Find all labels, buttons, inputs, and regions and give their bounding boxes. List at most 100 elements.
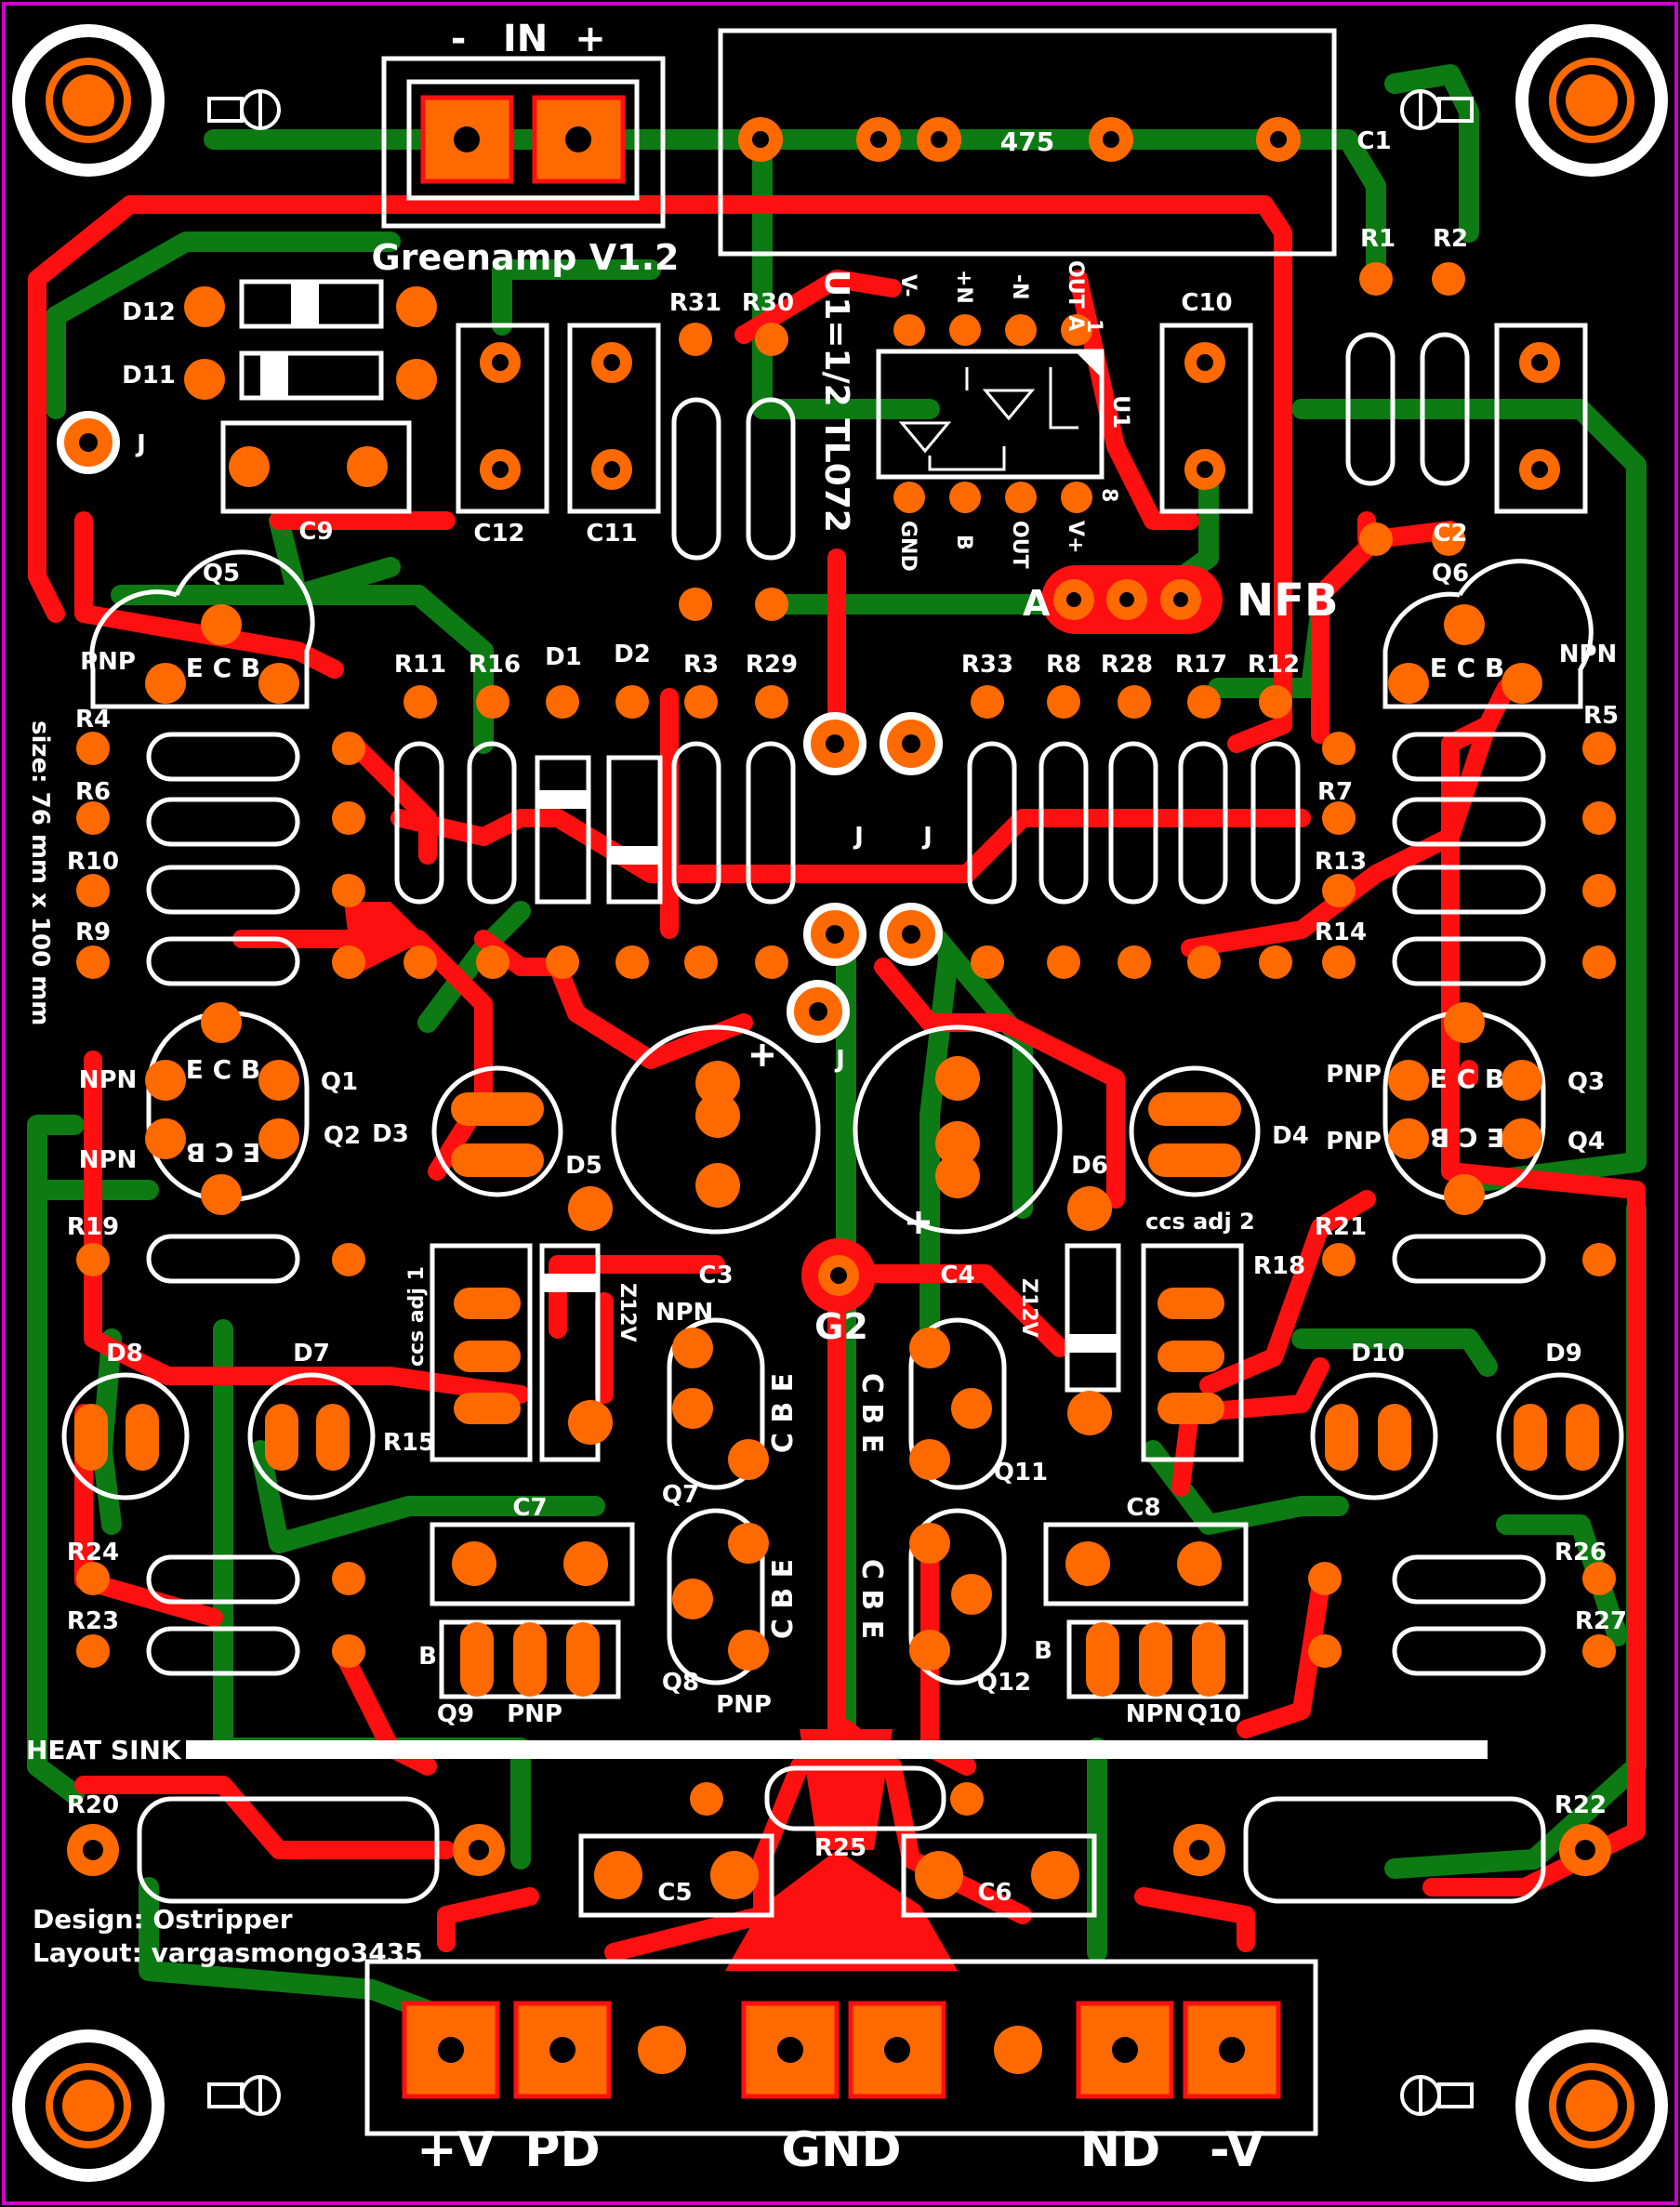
opamp-pin-out-a: OUT A <box>1064 260 1087 331</box>
component-label: R8 <box>1046 651 1081 679</box>
component-label: B <box>418 1643 437 1671</box>
component-label: NPN <box>1126 1700 1184 1728</box>
component-label: R25 <box>814 1834 866 1862</box>
component-label: C10 <box>1181 289 1232 317</box>
pad-holes <box>79 131 1595 1860</box>
heat-sink-label: HEAT SINK <box>26 1735 182 1765</box>
component-label: R2 <box>1433 225 1468 253</box>
component-label: C3 <box>698 1262 733 1289</box>
component-label: Q6 <box>1432 560 1469 588</box>
square-pads <box>402 95 1281 2099</box>
component-label: C1 <box>1356 127 1391 155</box>
layout-credit: Layout: vargasmongo3435 <box>33 1937 423 1968</box>
component-label: Q2 <box>324 1122 361 1150</box>
component-label: J <box>853 823 864 851</box>
component-label: J <box>135 430 146 458</box>
component-label: R30 <box>742 289 794 317</box>
component-label: Q10 <box>1187 1700 1241 1728</box>
component-label: R33 <box>961 651 1013 679</box>
nfb-label: NFB <box>1237 575 1339 627</box>
polarity-marks <box>751 1044 930 1234</box>
component-label: J <box>921 823 933 851</box>
pads <box>57 117 1616 2074</box>
input-plus: + <box>575 18 606 60</box>
component-label: D3 <box>372 1120 409 1148</box>
opamp-pin-plus-n: +N <box>952 270 975 304</box>
component-label: C6 <box>977 1879 1012 1907</box>
component-label: R20 <box>67 1791 119 1819</box>
opamp-pin8: 8 <box>1097 488 1120 502</box>
output-minus-v: -V <box>1210 2122 1263 2178</box>
component-label: Q9 <box>437 1700 474 1728</box>
ecb-q1: E C B <box>186 1054 261 1085</box>
opamp-pin-gnd: GND <box>896 521 919 572</box>
c1-value: 475 <box>1000 126 1054 157</box>
opamp-ref: U1 <box>1108 395 1134 429</box>
silkscreen-outlines <box>61 28 1624 2136</box>
component-label: R29 <box>746 651 798 679</box>
ecb-q2: E C B <box>186 1137 261 1168</box>
component-label: R18 <box>1253 1252 1305 1280</box>
component-label: Q8 <box>662 1669 699 1697</box>
component-label: R21 <box>1315 1213 1367 1241</box>
opamp-pin-b: B <box>952 535 975 550</box>
component-label: R17 <box>1175 651 1227 679</box>
component-label: NPN <box>79 1066 138 1094</box>
component-label: R11 <box>394 651 446 679</box>
component-label: R10 <box>67 848 119 876</box>
component-label: Q12 <box>977 1669 1031 1697</box>
component-label: R14 <box>1315 918 1367 946</box>
component-label: R28 <box>1101 651 1153 679</box>
component-label: Q1 <box>321 1068 358 1096</box>
component-label: R1 <box>1360 225 1396 253</box>
component-label: D1 <box>545 643 582 671</box>
component-label: D5 <box>565 1152 602 1180</box>
zener-label-d6: Z12V <box>1017 1278 1040 1338</box>
component-label: D8 <box>106 1340 143 1368</box>
zener-label-d5: Z12V <box>615 1283 639 1342</box>
component-label: R7 <box>1317 778 1353 806</box>
component-label: R3 <box>683 651 719 679</box>
opamp-symbol <box>898 367 1078 471</box>
opamp-pin-v-minus: V- <box>896 274 919 297</box>
top-copper-tracks <box>28 195 1646 1962</box>
component-label: R22 <box>1554 1791 1607 1819</box>
ecb-q5: E C B <box>186 653 261 683</box>
component-label: Q4 <box>1568 1128 1605 1156</box>
mounting-holes <box>12 24 1668 2182</box>
component-label: B <box>1034 1637 1052 1665</box>
component-label: R23 <box>67 1607 119 1635</box>
heat-sink-bar <box>186 1740 1488 1759</box>
component-label: R24 <box>67 1539 119 1566</box>
screw-icons <box>207 89 1474 2116</box>
output-plus-v: +V <box>417 2122 495 2178</box>
component-label: D2 <box>614 641 651 668</box>
zener-bands <box>260 282 1118 1353</box>
component-label: Q11 <box>994 1459 1048 1487</box>
ecb-q6: E C B <box>1430 653 1505 683</box>
output-nd: ND <box>1080 2122 1161 2178</box>
component-label: R5 <box>1583 702 1619 730</box>
opamp-pin1: 1 <box>1082 319 1105 333</box>
cbe-q11: C B E <box>855 1373 888 1453</box>
component-label: R16 <box>469 651 521 679</box>
component-label: D9 <box>1545 1340 1582 1368</box>
square-pad-holes <box>438 126 1245 2063</box>
component-label: C11 <box>586 520 637 548</box>
component-label: J <box>834 1046 845 1074</box>
component-label: C9 <box>298 518 333 546</box>
component-label: PNP <box>716 1691 772 1719</box>
board-title: Greenamp V1.2 <box>372 237 680 278</box>
opamp-title: U1=1/2 TL072 <box>817 270 855 533</box>
component-label: Q7 <box>662 1481 699 1509</box>
component-label: R27 <box>1575 1607 1627 1635</box>
component-label: Q5 <box>203 560 240 588</box>
component-label: NPN <box>79 1146 138 1174</box>
component-label: PNP <box>1326 1128 1382 1156</box>
g2-label: G2 <box>814 1306 868 1347</box>
opamp-pin-v-plus: V+ <box>1064 521 1087 553</box>
component-label: C7 <box>512 1494 547 1522</box>
